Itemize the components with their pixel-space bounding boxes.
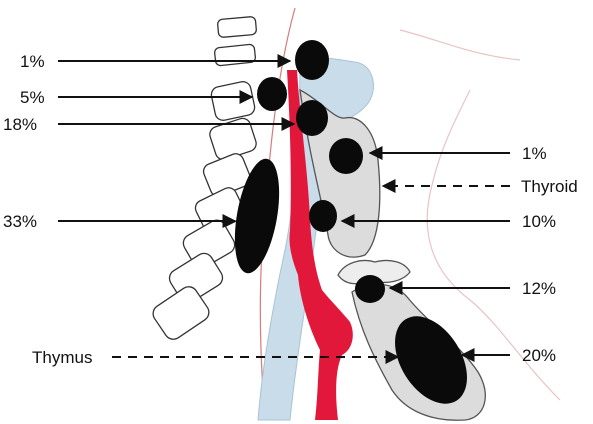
vertebral-column [150, 16, 259, 342]
lesion-thyroid-posterior [329, 138, 363, 174]
lesion-superior-thyroid [296, 100, 328, 136]
lesion-retroesophageal [257, 77, 287, 111]
label-thyroid: Thyroid [521, 177, 578, 196]
label-right-20: 20% [522, 346, 556, 365]
label-right-1: 1% [522, 144, 547, 163]
label-left-5: 5% [20, 88, 45, 107]
label-left-33: 33% [3, 212, 37, 231]
label-right-12: 12% [522, 279, 556, 298]
label-left-18: 18% [3, 115, 37, 134]
label-left-1: 1% [20, 52, 45, 71]
label-thymus: Thymus [32, 348, 92, 367]
lesion-upper [295, 40, 329, 80]
label-right-10: 10% [522, 212, 556, 231]
lesion-inferior-thyroid [309, 200, 337, 232]
lesion-thymic-tongue [355, 275, 385, 303]
